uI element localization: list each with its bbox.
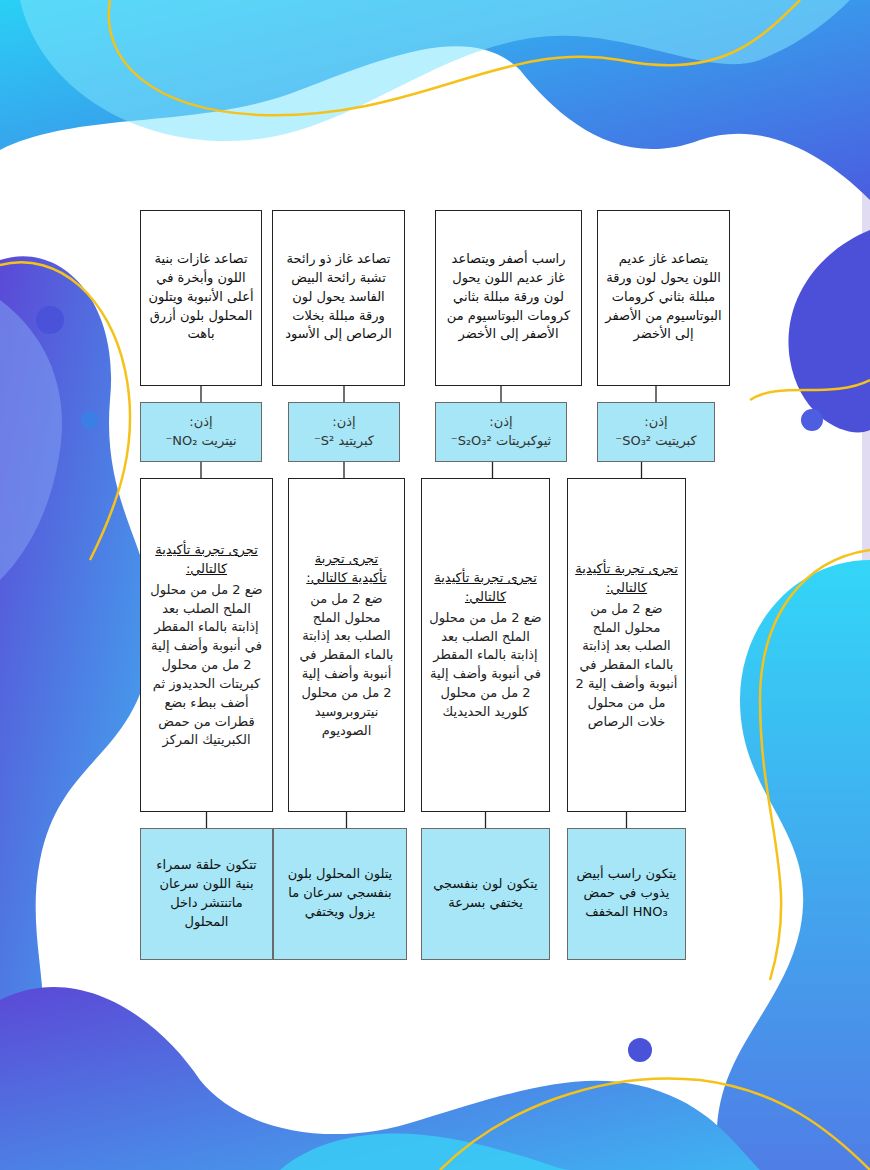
ion-name: كبريتيد S²⁻ bbox=[296, 432, 392, 451]
test-heading: تجرى تجربة تأكيدية كالتالي: bbox=[296, 550, 397, 588]
box-text: يتصاعد غاز عديم اللون يحول لون ورقة مبلل… bbox=[605, 250, 722, 344]
top-wave-light bbox=[20, 0, 850, 141]
connector-line bbox=[200, 386, 201, 402]
left-blob bbox=[0, 256, 154, 1080]
conclusion-word: إذن: bbox=[443, 413, 559, 432]
connector-line bbox=[343, 386, 344, 402]
observation-box: تصاعد غاز ذو رائحة تشبة رائحة البيض الفا… bbox=[272, 210, 405, 386]
ion-name: ثيوكبريتات S₂O₃²⁻ bbox=[443, 432, 559, 451]
ion-box: إذن:كبريتيت SO₃²⁻ bbox=[597, 402, 715, 462]
observation-box: تصاعد غازات بنية اللون وأبخرة في أعلى ال… bbox=[140, 210, 262, 386]
box-text: يتلون المحلول بلون بنفسجي سرعان ما يزول … bbox=[281, 865, 399, 922]
test-steps: ضع 2 مل من محلول الملح الصلب بعد إذابتة … bbox=[148, 581, 265, 751]
connector-line bbox=[626, 812, 627, 828]
test-box: تجرى تجربة تأكيدية كالتالي:ضع 2 مل من مح… bbox=[140, 478, 273, 812]
box-text: تصاعد غازات بنية اللون وأبخرة في أعلى ال… bbox=[148, 250, 254, 344]
connector-line bbox=[641, 462, 642, 478]
ion-name: نيتريت NO₂⁻ bbox=[148, 432, 254, 451]
box-text: يتكون لون بنفسجي يختفي بسرعة bbox=[429, 875, 542, 913]
test-heading: تجرى تجربة تأكيدية كالتالي: bbox=[575, 560, 678, 598]
test-box: تجرى تجربة تأكيدية كالتالي:ضع 2 مل من مح… bbox=[288, 478, 405, 812]
yellow-curve bbox=[750, 380, 870, 400]
box-text: يتكون راسب أبيض يذوب في حمض HNO₃ المخفف bbox=[575, 865, 678, 922]
connector-line bbox=[655, 386, 656, 402]
conclusion-word: إذن: bbox=[148, 413, 254, 432]
observation-box: راسب أصفر ويتصاعد غاز عديم اللون يحول لو… bbox=[435, 210, 582, 386]
conclusion-word: إذن: bbox=[605, 413, 707, 432]
ion-name: كبريتيت SO₃²⁻ bbox=[605, 432, 707, 451]
yellow-curve bbox=[760, 550, 870, 980]
yellow-curve bbox=[109, 0, 800, 115]
box-text: تتكون حلقة سمراء بنية اللون سرعان ماتنتش… bbox=[148, 856, 265, 931]
connector-line bbox=[485, 812, 486, 828]
connector-line bbox=[343, 462, 344, 478]
box-text: تصاعد غاز ذو رائحة تشبة رائحة البيض الفا… bbox=[280, 250, 397, 344]
bottom-wave-light bbox=[280, 1134, 570, 1170]
yellow-curve bbox=[440, 1078, 870, 1170]
dot bbox=[801, 409, 823, 431]
test-steps: ضع 2 مل من محلول الملح الصلب بعد إذابتة … bbox=[429, 609, 542, 722]
ion-box: إذن:نيتريت NO₂⁻ bbox=[140, 402, 262, 462]
ion-box: إذن:ثيوكبريتات S₂O₃²⁻ bbox=[435, 402, 567, 462]
result-box: يتكون راسب أبيض يذوب في حمض HNO₃ المخفف bbox=[567, 828, 686, 960]
top-wave bbox=[0, 0, 870, 200]
result-box: تتكون حلقة سمراء بنية اللون سرعان ماتنتش… bbox=[140, 828, 273, 960]
dot bbox=[628, 1038, 652, 1062]
connector-line bbox=[492, 462, 493, 478]
right-blob bbox=[717, 560, 870, 1170]
box-text: راسب أصفر ويتصاعد غاز عديم اللون يحول لو… bbox=[443, 250, 574, 344]
test-steps: ضع 2 مل من محلول الملح الصلب بعد إذابتة … bbox=[575, 600, 678, 732]
connector-line bbox=[206, 812, 207, 828]
connector-line bbox=[346, 812, 347, 828]
connector-line bbox=[200, 462, 201, 478]
right-small-blob bbox=[788, 230, 870, 432]
result-box: يتكون لون بنفسجي يختفي بسرعة bbox=[421, 828, 550, 960]
connector-line bbox=[500, 386, 501, 402]
ion-box: إذن:كبريتيد S²⁻ bbox=[288, 402, 400, 462]
dot bbox=[36, 306, 64, 334]
test-steps: ضع 2 مل من محلول الملح الصلب بعد إذابتة … bbox=[296, 590, 397, 741]
test-box: تجرى تجربة تأكيدية كالتالي:ضع 2 مل من مح… bbox=[421, 478, 550, 812]
yellow-curve bbox=[0, 262, 130, 560]
test-heading: تجرى تجربة تأكيدية كالتالي: bbox=[148, 541, 265, 579]
test-heading: تجرى تجربة تأكيدية كالتالي: bbox=[429, 569, 542, 607]
conclusion-word: إذن: bbox=[296, 413, 392, 432]
dot bbox=[81, 411, 99, 429]
observation-box: يتصاعد غاز عديم اللون يحول لون ورقة مبلل… bbox=[597, 210, 730, 386]
result-box: يتلون المحلول بلون بنفسجي سرعان ما يزول … bbox=[273, 828, 407, 960]
left-blob-light bbox=[0, 300, 62, 580]
test-box: تجرى تجربة تأكيدية كالتالي:ضع 2 مل من مح… bbox=[567, 478, 686, 812]
